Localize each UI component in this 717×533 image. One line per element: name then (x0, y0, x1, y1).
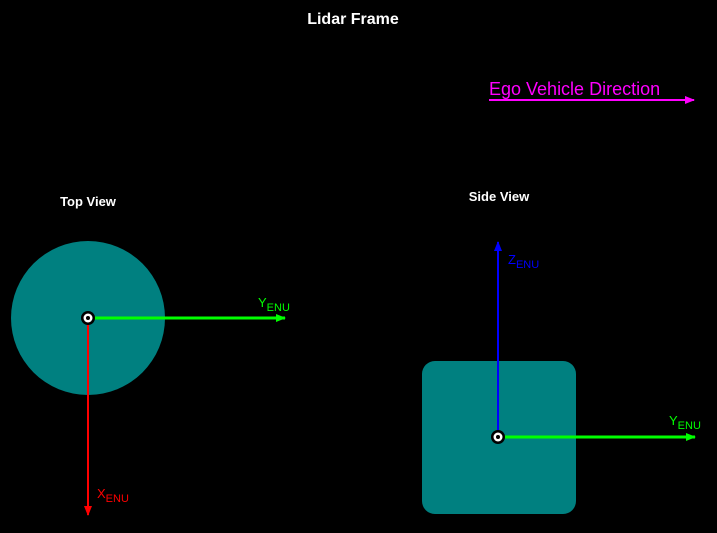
top-view-label: Top View (60, 194, 117, 209)
top-origin-icon (81, 311, 95, 325)
top-x-axis-label: XENU (97, 486, 129, 505)
top-y-axis-label: YENU (258, 295, 290, 314)
diagram-title: Lidar Frame (307, 11, 399, 28)
side-y-axis-label: YENU (669, 413, 701, 432)
side-z-axis-label: ZENU (508, 252, 539, 271)
ego-direction-label: Ego Vehicle Direction (489, 79, 660, 99)
side-origin-icon (491, 430, 505, 444)
side-view-label: Side View (469, 189, 530, 204)
